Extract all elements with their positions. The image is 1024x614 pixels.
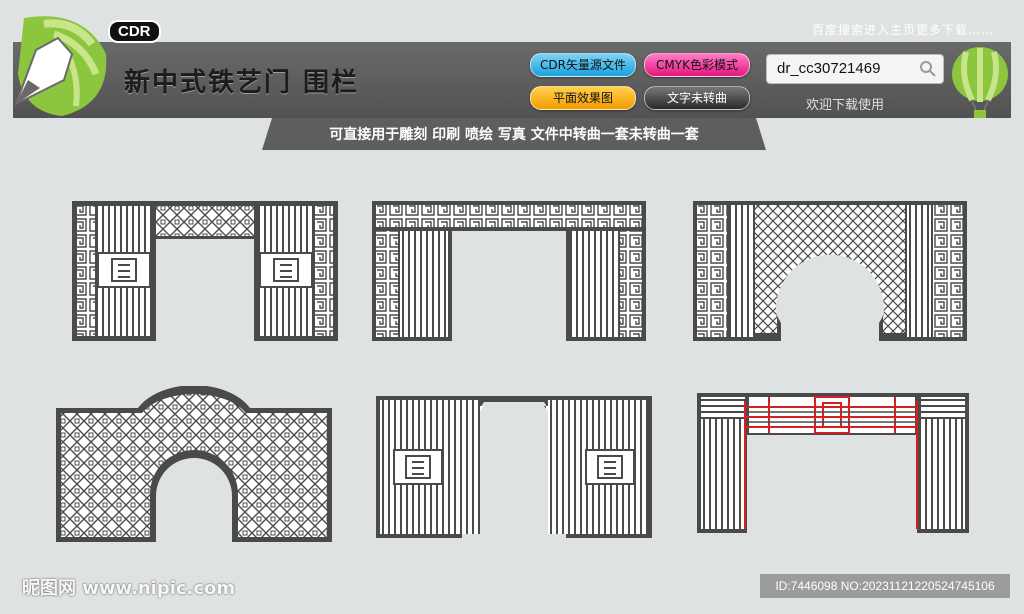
subtitle: 可直接用于雕刻 印刷 喷绘 写真 文件中转曲一套未转曲一套 bbox=[329, 127, 699, 143]
welcome-text: 欢迎下载使用 bbox=[806, 98, 885, 113]
search-box[interactable]: dr_cc30721469 bbox=[766, 54, 944, 84]
gate-design-2 bbox=[372, 201, 646, 341]
gate-design-5 bbox=[376, 396, 652, 538]
gate-design-6 bbox=[697, 393, 969, 533]
coreldraw-logo bbox=[14, 14, 110, 122]
gate-design-1 bbox=[72, 201, 338, 341]
cdr-source-button[interactable]: CDR矢量源文件 bbox=[530, 53, 636, 77]
top-note: 百度搜索进入主页更多下载…… bbox=[811, 23, 994, 37]
search-input[interactable]: dr_cc30721469 bbox=[777, 60, 881, 77]
gate-design-3 bbox=[693, 201, 967, 341]
site-watermark: 昵图网 www.nipic.com bbox=[22, 578, 236, 599]
image-id-watermark: ID:7446098 NO:20231121220524745106 bbox=[760, 574, 1010, 598]
subtitle-bar bbox=[262, 118, 766, 150]
balloon-icon bbox=[950, 46, 1010, 124]
gate-design-4 bbox=[56, 386, 332, 542]
text-unconverted-button[interactable]: 文字未转曲 bbox=[644, 86, 750, 110]
search-icon[interactable] bbox=[919, 60, 937, 82]
cdr-badge: CDR bbox=[108, 20, 161, 43]
cmyk-mode-button[interactable]: CMYK色彩模式 bbox=[644, 53, 750, 77]
page-title: 新中式铁艺门 围栏 bbox=[124, 68, 360, 98]
flat-preview-button[interactable]: 平面效果图 bbox=[530, 86, 636, 110]
